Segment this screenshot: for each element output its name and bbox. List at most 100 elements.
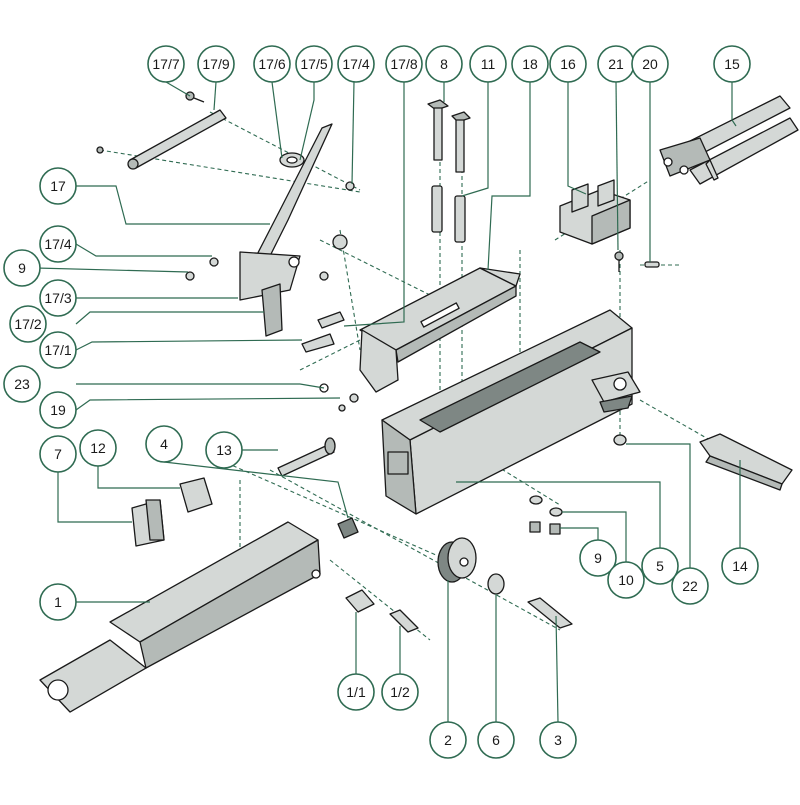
callout-17-7: 17/7 xyxy=(147,45,185,83)
svg-text:17/4: 17/4 xyxy=(342,56,369,72)
part-17-7-screw xyxy=(96,91,205,154)
callout-1-2: 1/2 xyxy=(381,673,419,711)
part-23-19-fasteners xyxy=(319,383,359,412)
svg-text:16: 16 xyxy=(560,56,576,72)
callout-10: 10 xyxy=(607,561,645,599)
callout-1-1: 1/1 xyxy=(337,673,375,711)
svg-text:1/2: 1/2 xyxy=(390,684,410,700)
svg-text:17/8: 17/8 xyxy=(390,56,417,72)
part-2-roller xyxy=(437,537,477,583)
callout-7: 7 xyxy=(39,435,77,473)
part-20-pin xyxy=(644,261,660,268)
part-21-screw xyxy=(614,251,624,272)
callout-21: 21 xyxy=(597,45,635,83)
svg-text:3: 3 xyxy=(554,732,562,748)
callout-11: 11 xyxy=(469,45,507,83)
svg-text:17/3: 17/3 xyxy=(44,290,71,306)
svg-text:23: 23 xyxy=(14,376,30,392)
svg-text:17/9: 17/9 xyxy=(202,56,229,72)
part-11-pins xyxy=(431,185,466,243)
callout-23: 23 xyxy=(3,365,41,403)
callout-16: 16 xyxy=(549,45,587,83)
part-22-washer xyxy=(613,434,627,446)
part-18-cover xyxy=(359,267,521,393)
part-8-pins xyxy=(427,99,471,173)
svg-text:5: 5 xyxy=(656,558,664,574)
callout-19: 19 xyxy=(39,391,77,429)
callout-22: 22 xyxy=(671,567,709,605)
callout-4: 4 xyxy=(145,425,183,463)
part-1-1-sleeve xyxy=(345,589,375,613)
svg-text:7: 7 xyxy=(54,446,62,462)
callout-17-9: 17/9 xyxy=(197,45,235,83)
part-1-2-pin xyxy=(389,609,419,633)
svg-text:17/2: 17/2 xyxy=(14,316,41,332)
svg-text:11: 11 xyxy=(481,56,496,72)
svg-text:17/1: 17/1 xyxy=(44,342,71,358)
callout-17-4-top: 17/4 xyxy=(337,45,375,83)
lever-fasteners xyxy=(185,181,355,353)
part-17-lever xyxy=(239,123,333,337)
svg-text:17/4: 17/4 xyxy=(44,236,71,252)
callout-2: 2 xyxy=(429,721,467,759)
part-9-10-fasteners xyxy=(529,495,563,535)
svg-text:10: 10 xyxy=(618,572,634,588)
callout-12: 12 xyxy=(79,429,117,467)
part-14-handle xyxy=(699,433,793,491)
callout-1: 1 xyxy=(39,583,77,621)
svg-text:2: 2 xyxy=(444,732,452,748)
svg-text:6: 6 xyxy=(492,732,500,748)
callout-17-5: 17/5 xyxy=(295,45,333,83)
svg-text:19: 19 xyxy=(50,402,66,418)
svg-text:22: 22 xyxy=(682,578,698,594)
svg-text:20: 20 xyxy=(642,56,658,72)
svg-text:9: 9 xyxy=(594,550,602,566)
callout-17-3: 17/3 xyxy=(39,279,77,317)
svg-text:15: 15 xyxy=(724,56,740,72)
part-7-pad xyxy=(131,499,165,547)
callout-17-1: 17/1 xyxy=(39,331,77,369)
callout-3: 3 xyxy=(539,721,577,759)
part-17-9-rod xyxy=(127,109,227,170)
callouts: 17/7 17/9 17/6 17/5 17/4 17/8 8 11 18 16… xyxy=(3,45,759,759)
svg-text:13: 13 xyxy=(216,442,232,458)
svg-text:21: 21 xyxy=(608,56,624,72)
callout-17-4-left: 17/4 xyxy=(39,225,77,263)
callout-6: 6 xyxy=(477,721,515,759)
part-4-block xyxy=(337,517,359,539)
svg-text:17/5: 17/5 xyxy=(300,56,327,72)
callout-17-8: 17/8 xyxy=(385,45,423,83)
svg-text:18: 18 xyxy=(522,56,538,72)
callout-5: 5 xyxy=(641,547,679,585)
part-5-housing xyxy=(381,309,641,515)
callout-20: 20 xyxy=(631,45,669,83)
svg-text:4: 4 xyxy=(160,436,168,452)
svg-text:12: 12 xyxy=(90,440,106,456)
callout-17-6: 17/6 xyxy=(253,45,291,83)
callout-18: 18 xyxy=(511,45,549,83)
callout-15: 15 xyxy=(713,45,751,83)
callout-17: 17 xyxy=(39,167,77,205)
svg-text:17: 17 xyxy=(50,178,66,194)
part-17-6-eye xyxy=(279,152,305,168)
callout-13: 13 xyxy=(205,431,243,469)
callout-17-2: 17/2 xyxy=(9,305,47,343)
callout-9-left: 9 xyxy=(3,249,41,287)
callout-8: 8 xyxy=(425,45,463,83)
svg-text:17/6: 17/6 xyxy=(258,56,285,72)
svg-text:9: 9 xyxy=(18,260,26,276)
callout-9-right: 9 xyxy=(579,539,617,577)
svg-text:1/1: 1/1 xyxy=(346,684,366,700)
leader-lines xyxy=(35,81,741,723)
part-15-guide-rods xyxy=(659,95,799,185)
svg-text:14: 14 xyxy=(732,558,748,574)
part-16-clamp-block xyxy=(559,179,631,245)
part-6-bushing xyxy=(487,573,505,595)
svg-text:17/7: 17/7 xyxy=(152,56,179,72)
part-3-axle xyxy=(527,597,573,629)
svg-text:1: 1 xyxy=(54,594,62,610)
callout-14: 14 xyxy=(721,547,759,585)
part-12-pad xyxy=(179,477,213,513)
